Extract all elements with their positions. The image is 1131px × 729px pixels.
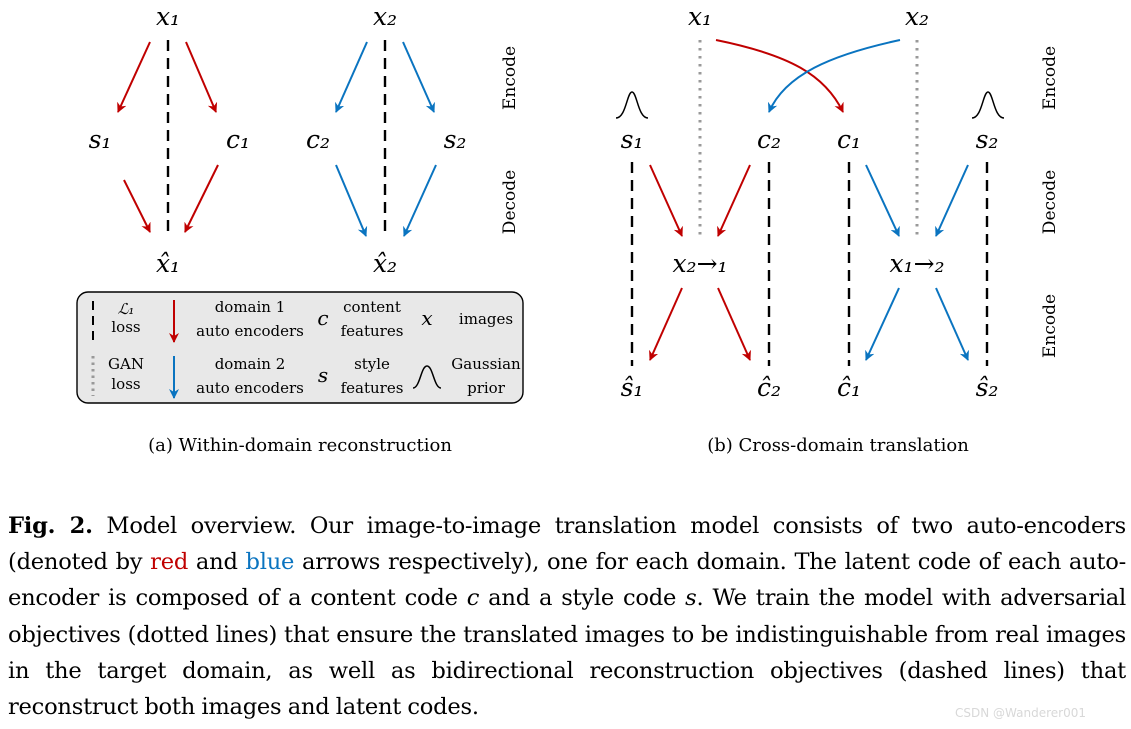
node-b-c2: c₂: [757, 125, 781, 154]
caption-red-word: red: [150, 549, 189, 576]
node-b-x2: x₂: [905, 2, 929, 31]
legend-content-bottom: features: [341, 322, 404, 340]
arrow-x2-c2-cross: [767, 39, 901, 113]
arrow-c1-xhat1: [184, 164, 219, 233]
panel-b: x₁ x₂ s₁ c₂ c₁ s₂ x₂→₁ x₁→₂ ŝ₁ ĉ₂ ĉ₁ ŝ₂: [615, 2, 1060, 456]
caption-text-2: and: [188, 549, 246, 576]
gaussian-prior-icon-2: [971, 91, 1005, 119]
arrow-x12-chat1: [865, 287, 900, 361]
caption-blue-word: blue: [245, 549, 295, 576]
arrow-c2-x21: [717, 164, 751, 237]
node-b-x21: x₂→₁: [672, 249, 727, 278]
legend-content-top: content: [343, 298, 401, 316]
legend-style-top: style: [354, 355, 390, 373]
legend-gaussian-bottom: prior: [467, 379, 506, 397]
arrow-s1-x21: [649, 164, 683, 237]
caption-c-symbol: c: [466, 585, 480, 612]
legend-box: [76, 291, 524, 404]
gaussian-prior-icon-1: [615, 91, 649, 119]
node-b-s1: s₁: [621, 125, 644, 154]
arrow-c1-x12: [865, 164, 900, 237]
arrow-x2-s2: [402, 41, 435, 113]
node-c2: c₂: [306, 125, 330, 154]
subcaption-a: (a) Within-domain reconstruction: [148, 435, 452, 456]
node-x1: x₁: [156, 2, 180, 31]
arrow-x12-shat2: [935, 287, 969, 361]
node-x2: x₂: [373, 2, 397, 31]
legend-gaussian-icon: [412, 365, 442, 389]
legend-domain1-bottom: auto encoders: [196, 322, 304, 340]
caption-text-1: Model overview. Our image-to-image trans…: [8, 513, 1126, 576]
arrow-x1-c1-cross: [715, 39, 844, 113]
caption-text-4: and a style code: [479, 585, 686, 612]
subcaption-b: (b) Cross-domain translation: [707, 435, 969, 456]
legend-c-symbol: c: [317, 306, 328, 330]
arrow-x21-chat2: [717, 287, 751, 361]
caption-fig-label: Fig. 2.: [8, 513, 93, 539]
arrow-s2-xhat2: [403, 164, 437, 237]
legend-l1-symbol: ℒ₁: [118, 300, 135, 318]
node-b-shat2: ŝ₂: [976, 373, 999, 402]
node-s1: s₁: [89, 125, 112, 154]
node-b-chat1: ĉ₁: [837, 373, 861, 402]
arrow-x1-c1: [185, 41, 218, 113]
legend-domain2-bottom: auto encoders: [196, 379, 304, 397]
figure-diagram: x₁ x₂ s₁ c₁ c₂ s₂ x̂₁ x̂₂ Encode Decode …: [76, 2, 1060, 456]
node-s2: s₂: [444, 125, 467, 154]
watermark: CSDN @Wanderer001: [955, 706, 1086, 720]
caption-text-5: . We train the model with adversarial ob…: [8, 585, 1126, 721]
figure-caption: Fig. 2. Model overview. Our image-to-ima…: [8, 508, 1126, 725]
legend-gaussian-top: Gaussian: [451, 355, 521, 373]
panel-a: x₁ x₂ s₁ c₁ c₂ s₂ x̂₁ x̂₂ Encode Decode …: [76, 2, 524, 456]
side-label-b-decode: Decode: [1040, 170, 1060, 234]
node-xhat1: x̂₁: [156, 249, 180, 278]
side-label-encode: Encode: [500, 46, 520, 110]
legend-s-symbol: s: [318, 363, 328, 387]
arrow-x2-c2: [335, 41, 368, 113]
arrow-c2-xhat2: [335, 164, 368, 237]
node-c1: c₁: [226, 125, 250, 154]
caption-s-symbol: s: [685, 585, 697, 612]
caption-text-3: arrows respectively), one for each domai…: [8, 549, 1126, 612]
legend-domain1-top: domain 1: [215, 298, 286, 316]
node-b-shat1: ŝ₁: [621, 373, 644, 402]
legend-gan-top: GAN: [108, 355, 144, 373]
legend-x-symbol: x: [421, 306, 432, 330]
legend-images-label: images: [459, 310, 513, 328]
node-b-c1: c₁: [837, 125, 861, 154]
arrow-x1-s1: [117, 41, 151, 113]
arrow-x21-shat1: [649, 287, 683, 361]
side-label-decode: Decode: [500, 170, 520, 234]
legend-domain2-top: domain 2: [215, 355, 286, 373]
side-label-b-encode-1: Encode: [1040, 46, 1060, 110]
legend-gan-bottom: loss: [111, 375, 140, 393]
legend-l1-label: loss: [111, 318, 140, 336]
node-xhat2: x̂₂: [373, 249, 397, 278]
side-label-b-encode-2: Encode: [1040, 294, 1060, 358]
node-b-s2: s₂: [976, 125, 999, 154]
node-b-x1: x₁: [688, 2, 712, 31]
legend: ℒ₁ loss GAN loss domain 1 auto encoders …: [76, 291, 524, 404]
node-b-chat2: ĉ₂: [757, 373, 781, 402]
node-b-x12: x₁→₂: [889, 249, 944, 278]
arrow-s1-xhat1: [123, 179, 151, 233]
legend-style-bottom: features: [341, 379, 404, 397]
arrow-s2-x12: [935, 164, 969, 237]
